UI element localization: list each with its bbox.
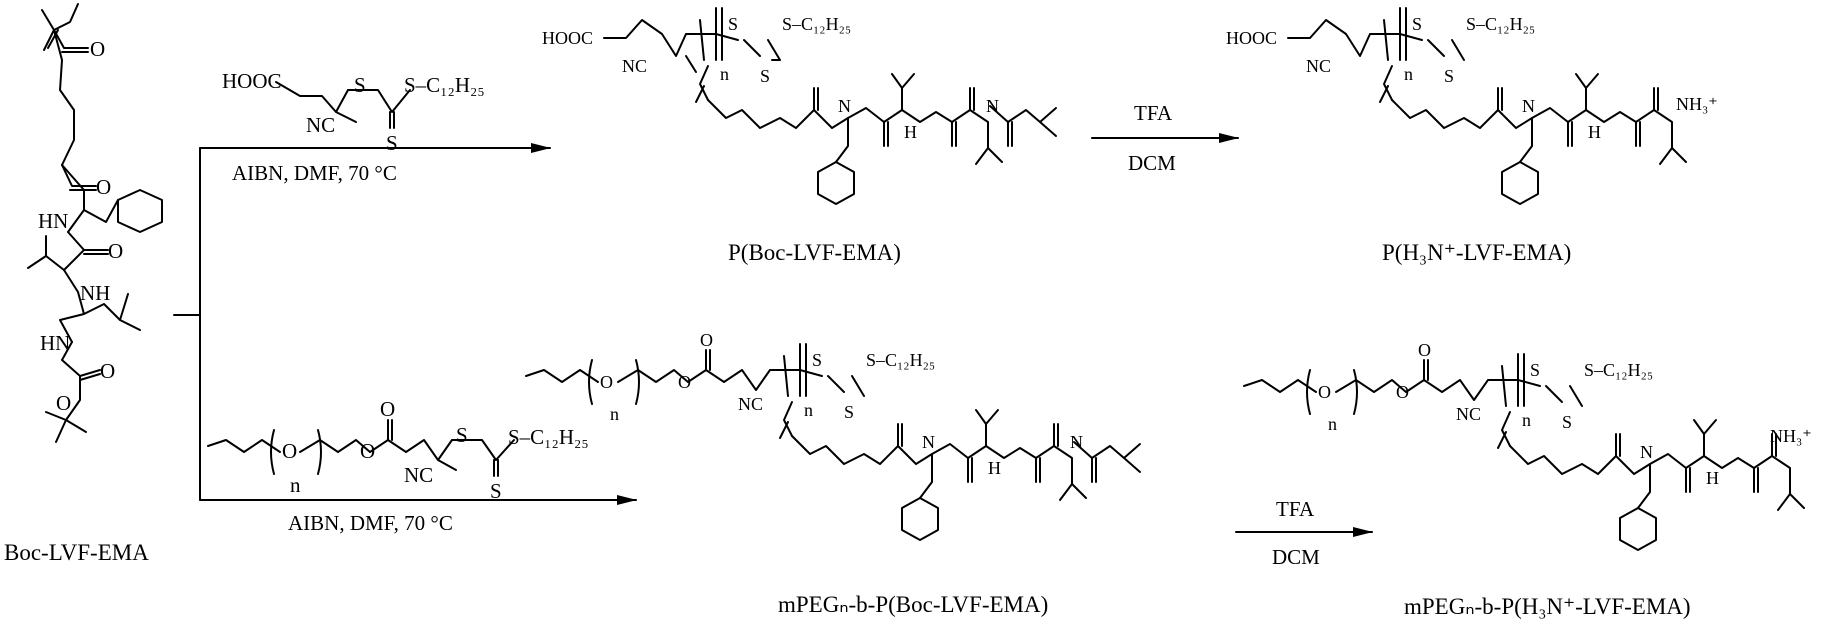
final-top-s: S — [1412, 14, 1422, 34]
final-mpeg-structure: O n O O NC n S S S–C₁₂H₂₅ N H NH₃⁺ — [1243, 340, 1812, 551]
final-top-nh3: NH₃⁺ — [1676, 94, 1718, 114]
product-chain: S–C₁₂H₂₅ — [782, 14, 851, 34]
product-mpeg-nh-1: N — [922, 432, 935, 452]
monomer-nh: NH — [80, 281, 110, 305]
bottom-route: O n O O NC S S S–C₁₂H₂₅ AIBN, DMF, 70 °C… — [199, 330, 1812, 619]
final-mpeg-chain: S–C₁₂H₂₅ — [1584, 360, 1653, 380]
product-nc: NC — [622, 56, 647, 76]
product-mpeg-boc-structure: O n O O NC n S S S–C₁₂H₂₅ N H N — [525, 330, 1141, 541]
final-top-nc: NC — [1306, 56, 1331, 76]
monomer-amide-o-1: O — [108, 239, 123, 263]
top-tfa: TFA — [1134, 101, 1173, 125]
final-mpeg-name: mPEGₙ-b-P(H₃N⁺-LVF-EMA) — [1404, 594, 1691, 619]
product-mpeg-boc-name: mPEGₙ-b-P(Boc-LVF-EMA) — [778, 592, 1048, 617]
bottom-tfa: TFA — [1276, 497, 1315, 521]
bottom-conditions: AIBN, DMF, 70 °C — [288, 511, 453, 535]
product-s: S — [728, 14, 738, 34]
cta-nc: NC — [306, 113, 335, 137]
final-mpeg-o2: O — [1396, 382, 1409, 402]
final-mpeg-nh3: NH₃⁺ — [1770, 426, 1812, 446]
product-mpeg-n1: n — [610, 404, 619, 424]
final-mpeg-nc: NC — [1456, 404, 1481, 424]
product-n: n — [720, 64, 729, 84]
product-boc-name: P(Boc-LVF-EMA) — [728, 240, 901, 265]
monomer-carbonyl-o: O — [90, 37, 105, 61]
cta-s1: S — [354, 73, 366, 97]
monomer-hn-2: HN — [40, 331, 70, 355]
cta-cooh: HOOC — [222, 69, 282, 93]
final-top-s2: S — [1444, 66, 1454, 86]
final-mpeg-nh-1: N — [1640, 442, 1653, 462]
macro-cta-nc: NC — [404, 463, 433, 487]
final-mpeg-s2: S — [1562, 412, 1572, 432]
product-mpeg-o1: O — [600, 372, 613, 392]
macro-cta-s2: S — [490, 479, 502, 503]
top-conditions: AIBN, DMF, 70 °C — [232, 161, 397, 185]
final-top-cooh: HOOC — [1226, 28, 1277, 48]
product-mpeg-o2: O — [678, 372, 691, 392]
product-mpeg-o3: O — [700, 330, 713, 350]
macro-cta-n: n — [290, 473, 301, 497]
product-mpeg-nc: NC — [738, 394, 763, 414]
macro-cta-o1: O — [282, 439, 297, 463]
product-s2: S — [760, 66, 770, 86]
final-top-nh-1: N — [1522, 96, 1535, 116]
product-mpeg-s2: S — [844, 402, 854, 422]
top-route: HOOC NC S S S–C₁₂H₂₅ AIBN, DMF, 70 °C HO… — [199, 7, 1718, 265]
final-mpeg-n1: n — [1328, 414, 1337, 434]
product-boc-structure: HOOC NC n S S S–C₁₂H₂₅ N H N — [542, 7, 1057, 205]
bottom-dcm: DCM — [1272, 545, 1320, 569]
final-mpeg-o1: O — [1318, 382, 1331, 402]
final-mpeg-n2: n — [1522, 410, 1531, 430]
product-nh-1: N — [838, 96, 851, 116]
cta-s2: S — [386, 131, 398, 155]
macro-cta-chain: S–C₁₂H₂₅ — [508, 425, 589, 449]
final-mpeg-o3: O — [1418, 340, 1431, 360]
monomer-boc-o: O — [100, 359, 115, 383]
monomer-ester-o: O — [96, 175, 111, 199]
final-top-chain: S–C₁₂H₂₅ — [1466, 14, 1535, 34]
final-top-structure: HOOC NC n S S S–C₁₂H₂₅ N H NH₃⁺ — [1226, 7, 1718, 205]
product-mpeg-s: S — [812, 350, 822, 370]
branch-connector — [173, 147, 201, 501]
final-mpeg-h: H — [1706, 468, 1719, 488]
cta-chain: S–C₁₂H₂₅ — [404, 73, 485, 97]
product-mpeg-h: H — [988, 458, 1001, 478]
macro-cta-o2: O — [360, 439, 375, 463]
product-nh-2: H — [904, 122, 917, 142]
macro-cta-s1: S — [456, 423, 468, 447]
monomer-boc-o2: O — [56, 391, 71, 415]
product-mpeg-n2: n — [804, 400, 813, 420]
product-mpeg-chain: S–C₁₂H₂₅ — [866, 350, 935, 370]
monomer-name: Boc-LVF-EMA — [4, 540, 149, 565]
monomer-structure: O O HN O NH HN O O Boc-LVF-EMA — [4, 3, 163, 565]
final-top-h: H — [1588, 122, 1601, 142]
final-mpeg-s: S — [1530, 360, 1540, 380]
macro-cta-o3: O — [380, 397, 395, 421]
final-top-n: n — [1404, 64, 1413, 84]
top-dcm: DCM — [1128, 151, 1176, 175]
monomer-hn-1: HN — [38, 209, 68, 233]
product-cooh: HOOC — [542, 28, 593, 48]
final-top-name: P(H₃N⁺-LVF-EMA) — [1382, 240, 1571, 265]
